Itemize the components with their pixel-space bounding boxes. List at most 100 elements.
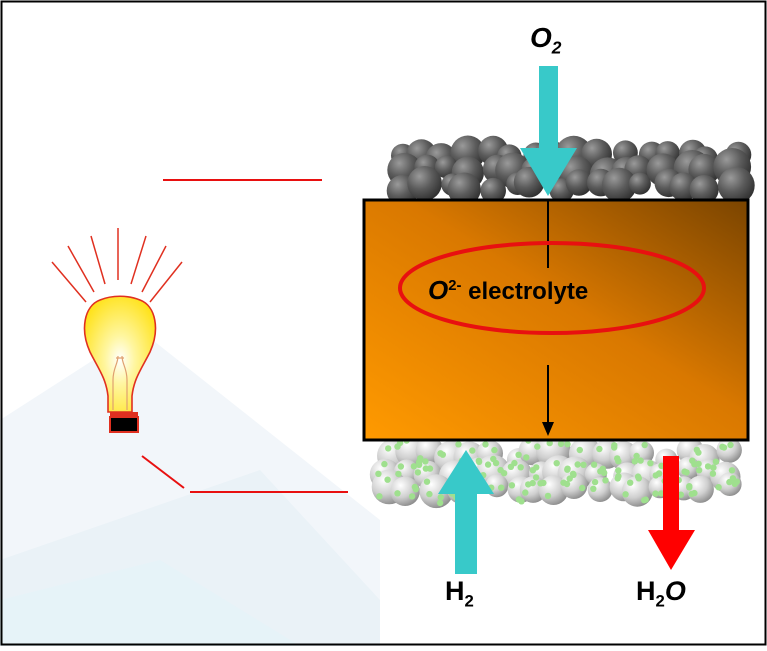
electrolyte-block <box>362 198 750 442</box>
catalyst-dot <box>498 484 505 491</box>
catalyst-dot <box>522 489 529 496</box>
oxygen-arrow <box>520 66 577 196</box>
catalyst-dot <box>710 464 717 471</box>
cathode-particle <box>628 172 651 195</box>
background-decoration <box>0 330 380 646</box>
catalyst-dot <box>731 480 738 488</box>
catalyst-dot <box>426 465 434 472</box>
catalyst-dot <box>652 490 659 497</box>
catalyst-dot <box>681 468 688 475</box>
ion-symbol: O <box>428 275 449 305</box>
light-rays <box>51 228 183 303</box>
catalyst-dot <box>515 496 523 503</box>
catalyst-dot <box>715 484 722 491</box>
catalyst-dot <box>641 497 648 504</box>
catalyst-dot <box>611 444 618 451</box>
catalyst-dot <box>426 490 433 498</box>
catalyst-dot <box>647 460 654 467</box>
catalyst-dot <box>728 467 736 474</box>
bulb-base <box>109 416 139 433</box>
catalyst-dot <box>622 491 629 498</box>
catalyst-dot <box>408 493 416 500</box>
oxygen-label: O2 <box>530 22 561 59</box>
catalyst-dot <box>712 458 720 465</box>
catalyst-dot <box>633 452 640 460</box>
catalyst-dot <box>508 482 516 489</box>
catalyst-dot <box>412 486 419 493</box>
catalyst-dot <box>439 451 446 458</box>
catalyst-dot <box>469 447 476 454</box>
catalyst-dot <box>580 461 587 468</box>
bulb-filament <box>112 355 128 410</box>
catalyst-dot <box>534 443 541 450</box>
catalyst-dot <box>540 479 547 487</box>
catalyst-dot <box>532 474 540 481</box>
catalyst-dot <box>641 441 648 449</box>
catalyst-dot <box>544 492 552 500</box>
hydrogen-label: H2 <box>445 576 474 611</box>
catalyst-dot <box>688 490 695 498</box>
catalyst-dot <box>515 451 522 458</box>
water-subscript: 2 <box>655 591 665 611</box>
catalyst-dot <box>576 446 583 454</box>
catalyst-dot <box>615 467 622 474</box>
catalyst-dot <box>385 445 392 452</box>
catalyst-dot <box>564 465 571 472</box>
catalyst-dot <box>560 479 567 486</box>
cathode-particle <box>565 169 593 196</box>
catalyst-dot <box>529 467 537 474</box>
catalyst-dot <box>590 461 598 468</box>
catalyst-dot <box>709 470 717 477</box>
catalyst-dot <box>410 463 418 470</box>
catalyst-dot <box>475 457 482 464</box>
catalyst-dot <box>500 470 508 477</box>
cathode-particle <box>480 177 507 204</box>
cathode-particle <box>717 167 755 204</box>
catalyst-dot <box>704 463 712 470</box>
bulb-collar <box>110 412 138 417</box>
catalyst-dot <box>455 441 462 448</box>
catalyst-dot <box>695 467 703 474</box>
light-bulb-icon <box>51 228 183 433</box>
catalyst-dot <box>627 479 634 486</box>
hydrogen-subscript: 2 <box>464 591 474 611</box>
catalyst-dot <box>602 477 609 484</box>
cathode-particle <box>689 175 719 205</box>
oxygen-subscript: 2 <box>551 37 562 58</box>
catalyst-dot <box>437 494 444 501</box>
catalyst-dot <box>590 485 597 492</box>
catalyst-dot <box>695 449 702 456</box>
catalyst-dot <box>635 475 642 482</box>
catalyst-dot <box>394 490 401 497</box>
bulb-glass <box>83 295 157 413</box>
anode-layer <box>369 433 742 509</box>
hydrogen-arrow <box>438 450 494 574</box>
catalyst-dot <box>591 478 599 486</box>
catalyst-dot <box>677 491 684 498</box>
cathode-particle <box>601 167 637 203</box>
catalyst-dot <box>686 483 693 490</box>
catalyst-dot <box>652 472 659 479</box>
catalyst-dot <box>557 440 565 448</box>
water-label: H2O <box>636 576 686 611</box>
ion-ellipse <box>398 241 706 335</box>
catalyst-dot <box>482 441 489 448</box>
catalyst-dot <box>384 476 391 483</box>
catalyst-dot <box>525 481 532 488</box>
catalyst-dot <box>397 463 405 470</box>
catalyst-dot <box>564 441 571 448</box>
catalyst-dot <box>417 455 424 462</box>
catalyst-dot <box>414 469 422 476</box>
catalyst-dot <box>637 457 644 464</box>
ion-arrow-head <box>542 422 554 436</box>
catalyst-dot <box>615 473 622 480</box>
cathode-particle <box>447 172 481 206</box>
water-o-symbol: O <box>664 576 686 606</box>
catalyst-dot <box>553 460 560 467</box>
water-arrow <box>648 456 695 570</box>
catalyst-dot <box>615 458 622 465</box>
catalyst-dot <box>727 441 734 449</box>
